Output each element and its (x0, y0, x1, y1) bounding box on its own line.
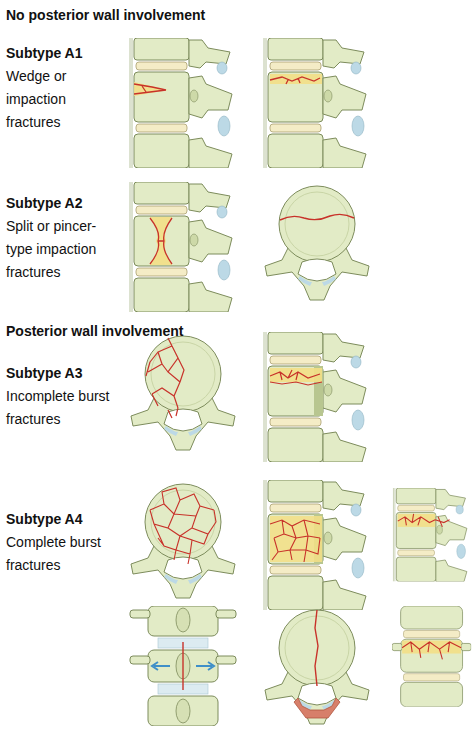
subtype-label: Subtype A4 (6, 508, 124, 531)
illustration-part (146, 338, 184, 408)
illustration-part (130, 182, 232, 312)
illustration-part (131, 336, 235, 450)
section-heading: No posterior wall involvement (6, 4, 326, 27)
illustration-part (392, 606, 471, 707)
subtype-description: Incomplete burst fractures (6, 385, 110, 431)
illustration-part (130, 606, 236, 726)
subtype-label: Subtype A2 (6, 192, 124, 215)
illustration-part (130, 182, 232, 312)
illustration-part (264, 332, 366, 462)
illustration-part (393, 488, 466, 582)
subtype-description: Complete burst fractures (6, 531, 116, 577)
illustration-part (131, 336, 235, 450)
illustration-part (398, 514, 450, 527)
illustration-part (150, 488, 216, 564)
illustration-part (294, 698, 340, 718)
illustration-part (182, 642, 183, 690)
illustration-part (270, 520, 320, 562)
illustration-part (265, 186, 369, 300)
illustration-part (265, 610, 369, 724)
illustration-part (402, 642, 461, 659)
illustration-part (264, 480, 366, 610)
illustration-part (265, 610, 369, 724)
illustration-part (264, 480, 366, 610)
illustration-part (398, 514, 435, 527)
illustration-part (130, 38, 232, 168)
illustration-part (150, 217, 172, 265)
illustration-part (196, 662, 214, 670)
illustration-part (152, 662, 170, 670)
illustration-part (280, 214, 354, 220)
subtype-label: Subtype A1 (6, 42, 124, 65)
illustration-part (270, 77, 320, 84)
illustration-part (393, 488, 466, 582)
illustration-part (270, 370, 322, 385)
illustration-part (131, 484, 235, 598)
illustration-part (265, 186, 369, 300)
illustration-part (264, 38, 366, 168)
subtype-label: Subtype A3 (6, 362, 124, 385)
illustration-part (264, 38, 366, 168)
section-heading: Posterior wall involvement (6, 320, 326, 343)
subtype-description: Wedge or impaction fractures (6, 65, 110, 134)
illustration-part (270, 516, 322, 562)
illustration-part (264, 332, 366, 462)
subtype-description: Split or pincer-type impaction fractures (6, 215, 122, 284)
illustration-part (150, 218, 172, 264)
illustration-part (130, 38, 232, 168)
illustration-part (270, 74, 322, 84)
illustration-part (315, 610, 318, 686)
illustration-part (134, 84, 166, 94)
illustration-part (134, 82, 168, 96)
illustration-part (392, 606, 471, 707)
illustration-part (130, 606, 236, 726)
illustration-part (131, 484, 235, 598)
illustration-part (168, 408, 178, 418)
